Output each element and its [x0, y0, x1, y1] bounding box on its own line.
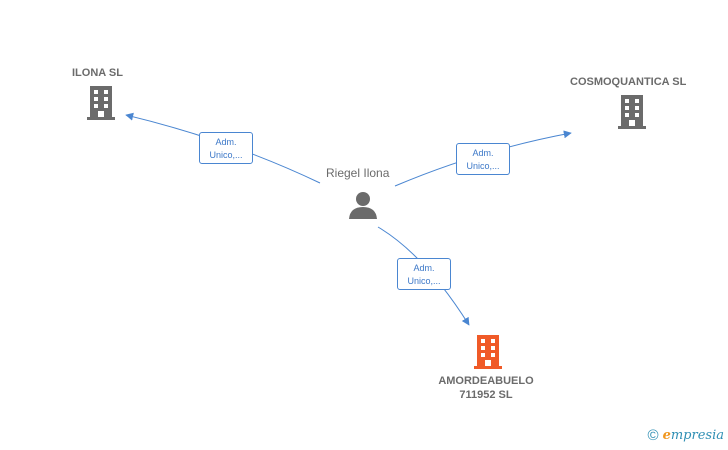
building-icon[interactable]: [85, 85, 117, 121]
role-line2: Unico,...: [466, 161, 500, 171]
role-line1: Adm.: [215, 137, 237, 147]
company-name-line2: 711952 SL: [459, 389, 513, 401]
edge-label-amordeabuelo[interactable]: Adm. Unico,...: [397, 258, 451, 290]
company-name-amordeabuelo[interactable]: AMORDEABUELO 711952 SL: [430, 374, 542, 402]
edge-label-ilona[interactable]: Adm. Unico,...: [199, 132, 253, 164]
copyright-symbol: ©: [647, 427, 659, 444]
brand-footer: © empresia: [648, 427, 724, 444]
company-name-cosmoquantica[interactable]: COSMOQUANTICA SL: [570, 76, 687, 88]
building-icon[interactable]: [472, 334, 504, 370]
role-line2: Unico,...: [407, 276, 441, 286]
brand-logo[interactable]: empresia: [663, 428, 724, 443]
person-name[interactable]: Riegel Ilona: [326, 166, 390, 180]
role-line1: Adm.: [413, 263, 435, 273]
edge-label-cosmoquantica[interactable]: Adm. Unico,...: [456, 143, 510, 175]
building-icon[interactable]: [616, 94, 648, 130]
company-name-ilona[interactable]: ILONA SL: [72, 67, 123, 79]
brand-initial: e: [662, 428, 671, 443]
brand-name: mpresia: [670, 428, 724, 443]
role-line2: Unico,...: [209, 150, 243, 160]
company-name-line1: AMORDEABUELO: [438, 375, 534, 387]
person-icon[interactable]: [348, 190, 378, 220]
role-line1: Adm.: [472, 148, 494, 158]
